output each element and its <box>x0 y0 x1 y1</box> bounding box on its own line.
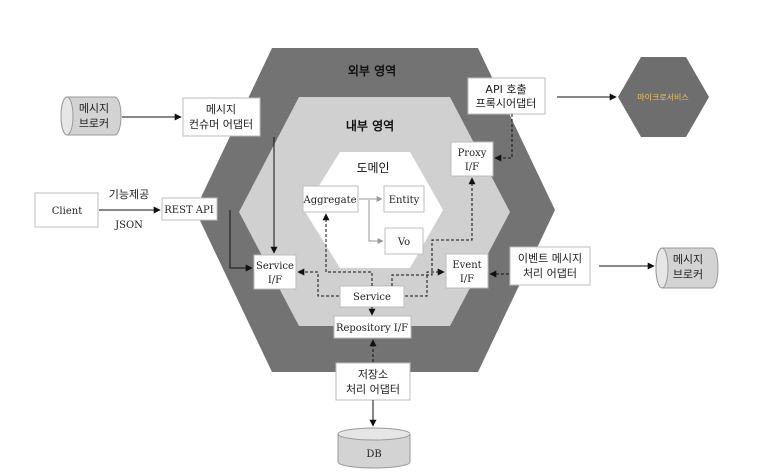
client-box <box>34 192 99 228</box>
message-broker-left-cylinder <box>60 96 122 136</box>
db-label: DB <box>366 449 381 460</box>
event-if-box <box>445 253 489 289</box>
message-broker-left-label-1: 메시지 <box>79 102 109 115</box>
aggregate-box <box>302 185 359 213</box>
repository-if-label: Repository I/F <box>336 323 408 334</box>
vo-box <box>384 227 424 255</box>
service-label: Service <box>353 292 391 303</box>
entity-box <box>383 185 425 213</box>
service-if-label-2: I/F <box>268 275 282 286</box>
message-broker-left-label-2: 브로커 <box>79 117 109 130</box>
storage-adapter-label-1: 저장소 <box>358 368 388 381</box>
api-call-proxy-adapter-label-2: 프록시어댑터 <box>476 97 537 110</box>
service-if-label-1: Service <box>256 261 294 272</box>
proxy-adapter-to-proxy-if-arrow <box>494 114 513 162</box>
message-consumer-adapter-box <box>182 97 261 137</box>
message-consumer-adapter-label-2: 컨슈머 어댑터 <box>189 118 253 131</box>
rest-api-box <box>161 197 218 221</box>
service-to-service-if-arrow <box>297 268 339 297</box>
event-message-adapter-label-1: 이벤트 메시지 <box>518 252 582 265</box>
client-label: Client <box>52 206 82 217</box>
message-broker-right-cylinder <box>655 247 719 289</box>
feature-edge-label: 기능제공 <box>109 188 149 201</box>
inner-region-label: 내부 영역 <box>346 118 394 133</box>
message-broker-right-label-2: 브로커 <box>673 268 703 281</box>
api-call-proxy-adapter-label-1: API 호출 <box>485 83 526 96</box>
proxy-if-label-1: Proxy <box>458 148 487 159</box>
aggregate-to-vo-arrow <box>368 200 384 244</box>
format-edge-label: JSON <box>114 220 143 231</box>
service-to-proxy-if-arrow <box>391 177 476 286</box>
proxy-if-box <box>450 141 494 177</box>
storage-adapter-label-2: 처리 어댑터 <box>346 383 400 396</box>
service-to-aggregate-arrow <box>322 213 373 286</box>
proxy-if-label-2: I/F <box>465 162 479 173</box>
message-broker-right-label-1: 메시지 <box>673 253 703 266</box>
event-if-label-1: Event <box>452 260 481 271</box>
service-if-box <box>253 254 297 290</box>
message-consumer-adapter-label-1: 메시지 <box>206 103 236 116</box>
event-message-adapter-box <box>509 246 591 286</box>
domain-label: 도메인 <box>356 161 389 175</box>
rest-api-to-service-if-arrow <box>229 210 253 272</box>
microservice-hexagon <box>618 57 709 137</box>
service-to-event-if-arrow <box>405 268 445 297</box>
api-call-proxy-adapter-box <box>467 77 546 115</box>
rest-api-label: REST API <box>164 205 213 216</box>
repository-if-box <box>333 315 412 339</box>
db-cylinder <box>337 427 411 469</box>
vo-label: Vo <box>397 237 410 248</box>
event-message-adapter-label-2: 처리 어댑터 <box>523 267 577 280</box>
aggregate-label: Aggregate <box>302 195 356 206</box>
entity-label: Entity <box>389 195 420 206</box>
microservice-label: 마이크로서비스 <box>637 92 689 102</box>
event-if-label-2: I/F <box>460 274 474 285</box>
outer-region-label: 외부 영역 <box>348 63 396 78</box>
